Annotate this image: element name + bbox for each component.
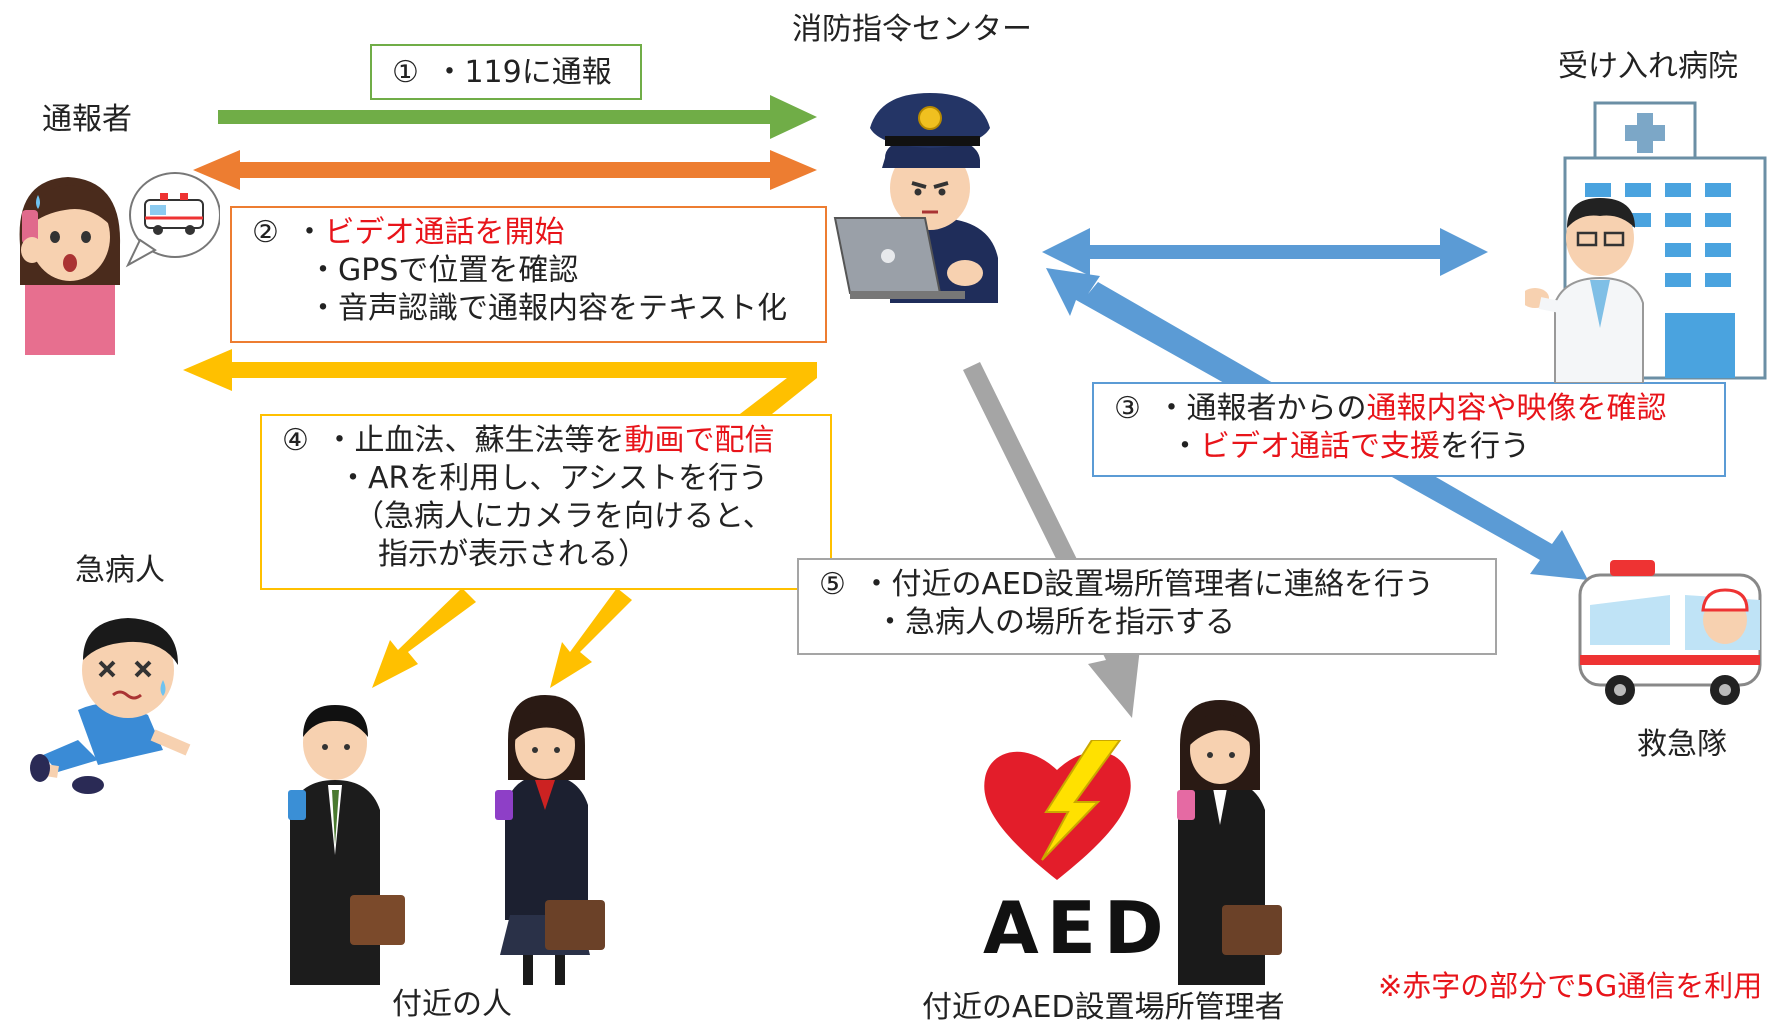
smartphone-icon: [288, 790, 306, 820]
step4-line2: ・ARを利用し、アシストを行う: [338, 461, 769, 496]
doctor-icon: [1525, 198, 1644, 383]
label-reporter: 通報者: [42, 102, 132, 137]
step3-line2-prefix: ・: [1170, 429, 1200, 464]
nearby-woman-figure: [495, 695, 605, 985]
step2-line1-highlight: ビデオ通話を開始: [324, 215, 565, 250]
briefcase-icon: [350, 895, 405, 945]
step4-number: ④: [282, 423, 309, 458]
step5-line2: ・急病人の場所を指示する: [875, 605, 1235, 640]
aed-heart-icon: [984, 740, 1131, 880]
arrow-green-report: [218, 95, 817, 139]
step1-text: ・119に通報: [434, 55, 612, 90]
step3-line2-highlight: ビデオ通話で支援: [1200, 429, 1440, 464]
label-ambulance: 救急隊: [1637, 727, 1727, 762]
ambulance-bubble-icon: [144, 193, 204, 235]
step2-line3: ・音声認識で通報内容をテキスト化: [308, 291, 788, 326]
label-aed-manager: 付近のAED設置場所管理者: [922, 990, 1285, 1025]
step4-line3: （急病人にカメラを向けると、: [354, 499, 773, 534]
step4-line1-highlight: 動画で配信: [624, 423, 775, 458]
step4-line4: 指示が表示される）: [378, 537, 648, 572]
badge-icon: [918, 106, 942, 130]
step2-number: ②: [252, 215, 279, 250]
step3-line1-highlight: 通報内容や映像を確認: [1366, 391, 1667, 426]
hospital-cross-icon: [1625, 113, 1665, 153]
reporter-figure: [19, 172, 220, 355]
step2-line1-prefix: ・: [294, 215, 325, 250]
step1-box: ① ・119に通報: [370, 44, 642, 100]
label-hospital: 受け入れ病院: [1558, 49, 1738, 84]
ambulance-figure: [1578, 560, 1762, 705]
step3-line1-prefix: ・通報者からの: [1156, 391, 1367, 426]
label-patient: 急病人: [75, 553, 165, 588]
aed-logo-text: AED: [983, 886, 1172, 970]
smartphone-icon: [1177, 790, 1195, 820]
nearby-man-figure: [288, 705, 405, 985]
step1-number: ①: [392, 55, 419, 90]
step5-box: ⑤ ・付近のAED設置場所管理者に連絡を行う ・急病人の場所を指示する: [797, 558, 1497, 655]
step2-line2: ・GPSで位置を確認: [308, 253, 579, 288]
step3-line2-suffix: を行う: [1440, 429, 1530, 464]
step3-box: ③ ・通報者からの通報内容や映像を確認 ・ビデオ通話で支援を行う: [1092, 382, 1726, 477]
step4-box: ④ ・止血法、蘇生法等を動画で配信 ・ARを利用し、アシストを行う （急病人にカ…: [260, 414, 832, 590]
siren-icon: [1610, 560, 1655, 576]
shoe-icon: [72, 776, 104, 794]
label-command-center: 消防指令センター: [792, 12, 1032, 47]
arrow-yellow-to-man: [372, 588, 476, 688]
step2-box: ② ・ビデオ通話を開始 ・GPSで位置を確認 ・音声認識で通報内容をテキスト化: [230, 206, 827, 343]
step3-number: ③: [1114, 391, 1141, 426]
briefcase-icon: [545, 900, 605, 950]
footnote-5g: ※赤字の部分で5G通信を利用: [1378, 969, 1763, 1003]
patient-figure: [30, 618, 191, 794]
briefcase-icon: [1222, 905, 1282, 955]
step5-line1: ・付近のAED設置場所管理者に連絡を行う: [861, 567, 1435, 602]
arrow-blue-hospital: [1042, 228, 1488, 276]
arrow-orange-video: [193, 150, 817, 190]
arrow-yellow-to-woman: [550, 588, 632, 688]
smartphone-icon: [495, 790, 513, 820]
step4-line1-prefix: ・止血法、蘇生法等を: [324, 423, 625, 458]
laptop-icon: [833, 217, 965, 299]
label-nearby-people: 付近の人: [392, 987, 512, 1022]
step5-number: ⑤: [819, 567, 846, 602]
operator-figure: [833, 93, 998, 303]
hospital-figure: [1525, 101, 1767, 383]
aed-manager-figure: [1177, 700, 1282, 985]
arrow-yellow-to-reporter: [183, 349, 817, 391]
